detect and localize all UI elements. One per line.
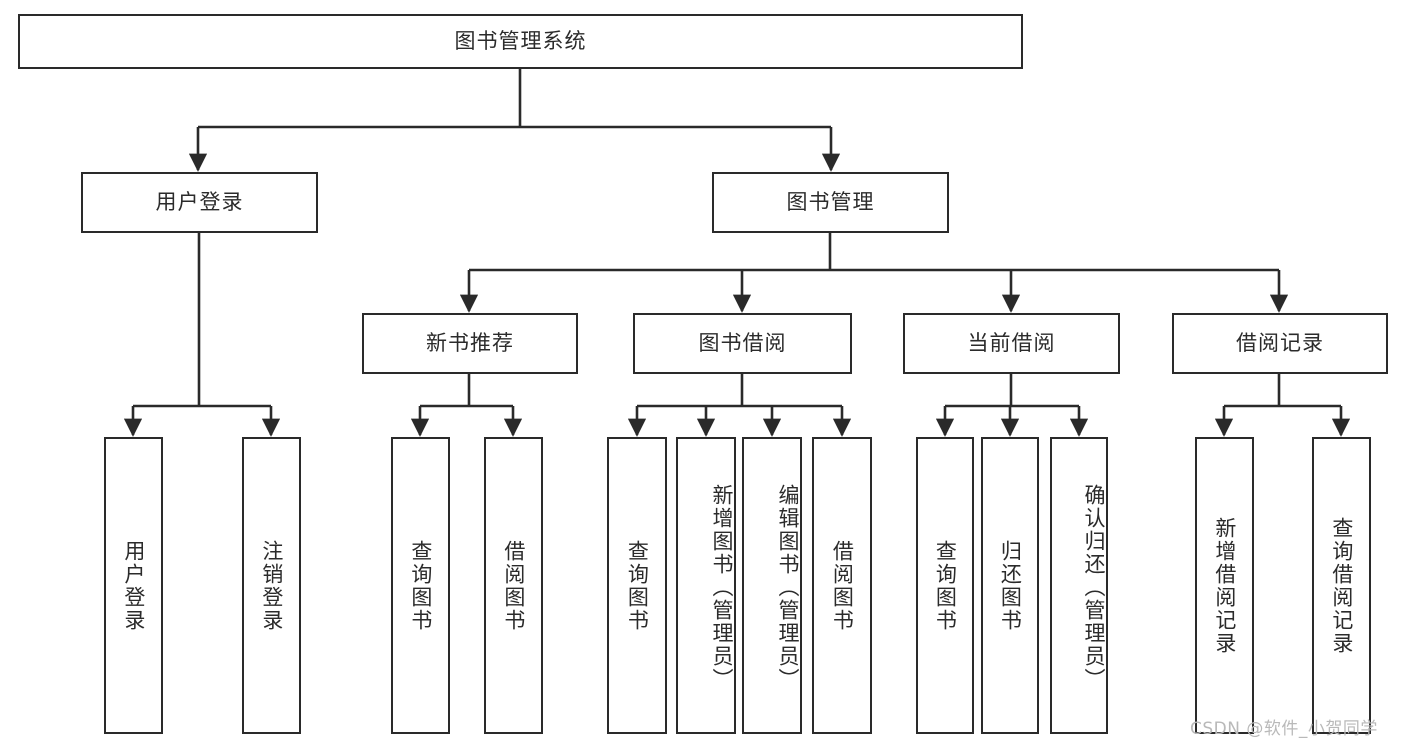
leaf-current-borrow-return[interactable]: 归还图书 <box>981 437 1039 734</box>
node-root-system[interactable]: 图书管理系统 <box>18 14 1023 69</box>
node-borrow-record[interactable]: 借阅记录 <box>1172 313 1388 374</box>
node-label: 查询图书 <box>933 539 958 632</box>
leaf-new-book-query[interactable]: 查询图书 <box>391 437 450 734</box>
leaf-user-login-login[interactable]: 用户登录 <box>104 437 163 734</box>
node-label: 借阅图书 <box>501 539 526 632</box>
leaf-borrow-record-add[interactable]: 新增借阅记录 <box>1195 437 1254 734</box>
node-label: 新增借阅记录 <box>1212 516 1237 655</box>
leaf-current-borrow-confirm-admin[interactable]: 确认归还（管理员） <box>1050 437 1108 734</box>
node-label: 编辑图书（管理员） <box>776 484 800 691</box>
node-label: 图书借阅 <box>698 331 787 356</box>
node-new-book-recommend[interactable]: 新书推荐 <box>362 313 578 374</box>
node-book-borrow[interactable]: 图书借阅 <box>633 313 852 374</box>
node-label: 借阅记录 <box>1236 331 1324 356</box>
node-label: 图书管理 <box>786 190 875 215</box>
node-label: 归还图书 <box>998 539 1023 632</box>
node-label: 确认归还（管理员） <box>1082 484 1106 691</box>
node-label: 用户登录 <box>121 539 146 632</box>
node-label: 图书管理系统 <box>454 29 587 54</box>
node-label: 借阅图书 <box>830 539 855 632</box>
node-label: 新增图书（管理员） <box>710 484 734 691</box>
node-label: 用户登录 <box>155 190 244 215</box>
leaf-book-borrow-edit-admin[interactable]: 编辑图书（管理员） <box>742 437 802 734</box>
leaf-new-book-borrow[interactable]: 借阅图书 <box>484 437 543 734</box>
node-user-login[interactable]: 用户登录 <box>81 172 318 233</box>
csdn-watermark: CSDN @软件_小贺同学 <box>1190 719 1378 739</box>
leaf-user-login-logout[interactable]: 注销登录 <box>242 437 301 734</box>
node-current-borrow[interactable]: 当前借阅 <box>903 313 1120 374</box>
node-label: 注销登录 <box>259 539 284 632</box>
leaf-borrow-record-query[interactable]: 查询借阅记录 <box>1312 437 1371 734</box>
leaf-book-borrow-add-admin[interactable]: 新增图书（管理员） <box>676 437 736 734</box>
leaf-book-borrow-query[interactable]: 查询图书 <box>607 437 667 734</box>
node-label: 新书推荐 <box>426 331 514 356</box>
node-label: 当前借阅 <box>967 331 1056 356</box>
node-label: 查询图书 <box>625 539 650 632</box>
leaf-book-borrow-borrow[interactable]: 借阅图书 <box>812 437 872 734</box>
node-label: 查询借阅记录 <box>1329 516 1354 655</box>
leaf-current-borrow-query[interactable]: 查询图书 <box>916 437 974 734</box>
node-book-management[interactable]: 图书管理 <box>712 172 949 233</box>
node-label: 查询图书 <box>408 539 433 632</box>
